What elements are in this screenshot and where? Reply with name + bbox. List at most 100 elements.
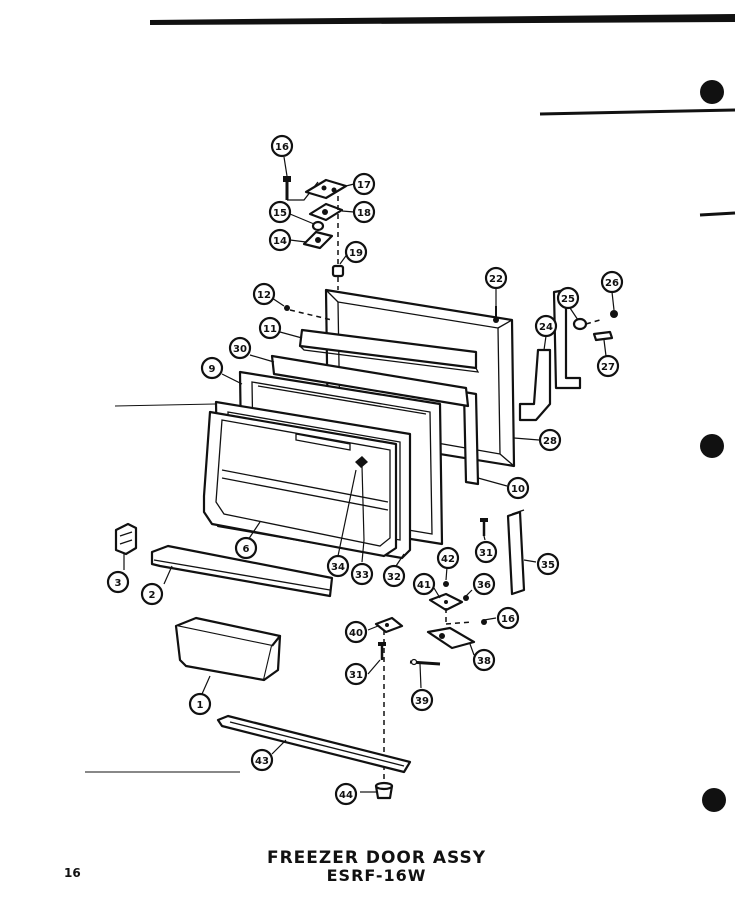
svg-text:35: 35 xyxy=(541,560,555,571)
callout-2: 2 xyxy=(140,582,164,606)
svg-text:19: 19 xyxy=(349,248,363,259)
page-number: 16 xyxy=(64,866,81,880)
svg-text:12: 12 xyxy=(257,290,271,301)
callout-11: 11 xyxy=(258,316,282,340)
scan-artifacts xyxy=(85,14,736,812)
part-screw-36 xyxy=(463,595,469,601)
svg-text:14: 14 xyxy=(273,236,287,247)
part-lower-bushing xyxy=(374,781,394,800)
svg-text:32: 32 xyxy=(387,572,401,583)
callout-16-top: 16 xyxy=(270,134,294,158)
svg-text:39: 39 xyxy=(415,696,429,707)
callout-38: 38 xyxy=(472,648,496,672)
callouts: 16 17 18 15 14 19 12 22 25 26 11 24 30 2… xyxy=(106,134,624,806)
part-washer xyxy=(302,220,334,250)
callout-10: 10 xyxy=(506,476,530,500)
part-hinge-pin-assembly xyxy=(426,619,487,650)
part-hinge-bushing xyxy=(331,264,345,278)
callout-27: 27 xyxy=(596,354,620,378)
part-front-trim xyxy=(150,544,334,598)
callout-44: 44 xyxy=(334,782,358,806)
svg-text:41: 41 xyxy=(417,580,431,591)
svg-text:15: 15 xyxy=(273,208,287,219)
callout-leader-lines xyxy=(123,156,615,793)
callout-32: 32 xyxy=(382,564,406,588)
callout-31-lower: 31 xyxy=(344,662,368,686)
part-pin-39 xyxy=(409,658,441,666)
part-screw-31 xyxy=(378,518,488,660)
callout-6: 6 xyxy=(234,536,258,560)
part-stop-plate xyxy=(374,616,404,634)
callout-30: 30 xyxy=(228,336,252,360)
svg-text:24: 24 xyxy=(539,322,553,333)
svg-text:30: 30 xyxy=(233,344,247,355)
part-latch xyxy=(114,522,138,556)
part-gasket-fasteners xyxy=(355,456,368,541)
callout-24: 24 xyxy=(534,314,558,338)
svg-text:3: 3 xyxy=(115,578,122,589)
callout-12: 12 xyxy=(252,282,276,306)
callout-1: 1 xyxy=(188,692,212,716)
part-side-handle xyxy=(506,509,526,596)
svg-text:31: 31 xyxy=(479,548,493,559)
part-breaker-frame xyxy=(270,354,470,408)
svg-text:31: 31 xyxy=(349,670,363,681)
svg-text:25: 25 xyxy=(561,294,575,305)
svg-text:34: 34 xyxy=(331,562,345,573)
callout-25: 25 xyxy=(556,286,580,310)
callout-9: 9 xyxy=(200,356,224,380)
callout-17: 17 xyxy=(352,172,376,196)
svg-text:33: 33 xyxy=(355,570,369,581)
svg-text:22: 22 xyxy=(489,274,503,285)
svg-text:1: 1 xyxy=(197,700,204,711)
svg-text:10: 10 xyxy=(511,484,525,495)
svg-text:28: 28 xyxy=(543,436,557,447)
callout-15: 15 xyxy=(268,200,292,224)
svg-text:43: 43 xyxy=(255,756,269,767)
part-door-cam xyxy=(572,310,618,342)
svg-text:38: 38 xyxy=(477,656,491,667)
svg-text:9: 9 xyxy=(209,364,216,375)
part-vertical-strip xyxy=(462,390,480,486)
part-hinge-plate xyxy=(308,202,344,222)
svg-text:42: 42 xyxy=(441,554,455,565)
callout-14: 14 xyxy=(268,228,292,252)
part-storage-bin xyxy=(174,616,282,682)
callout-40: 40 xyxy=(344,620,368,644)
svg-text:18: 18 xyxy=(357,208,371,219)
svg-text:6: 6 xyxy=(243,544,250,555)
callout-31-upper: 31 xyxy=(474,540,498,564)
svg-text:16: 16 xyxy=(275,142,289,153)
part-screw-22 xyxy=(493,306,499,323)
part-inner-door-liner xyxy=(202,410,398,558)
callout-33: 33 xyxy=(350,562,374,586)
callout-18: 18 xyxy=(352,200,376,224)
svg-text:40: 40 xyxy=(349,628,363,639)
callout-42: 42 xyxy=(436,546,460,570)
callout-19: 19 xyxy=(344,240,368,264)
diagram-title: FREEZER DOOR ASSY xyxy=(266,848,487,868)
part-lower-hinge xyxy=(428,581,473,625)
svg-text:44: 44 xyxy=(339,790,353,801)
callout-36: 36 xyxy=(472,572,496,596)
callout-16-lower: 16 xyxy=(496,606,520,630)
svg-text:2: 2 xyxy=(149,590,156,601)
callout-26: 26 xyxy=(600,270,624,294)
callout-39: 39 xyxy=(410,688,434,712)
part-bottom-trim-rail xyxy=(216,714,412,774)
callout-41: 41 xyxy=(412,572,436,596)
svg-text:27: 27 xyxy=(601,362,615,373)
svg-text:36: 36 xyxy=(477,580,491,591)
callout-3: 3 xyxy=(106,570,130,594)
svg-text:17: 17 xyxy=(357,180,371,191)
callout-35: 35 xyxy=(536,552,560,576)
svg-text:26: 26 xyxy=(605,278,619,289)
svg-text:11: 11 xyxy=(263,324,277,335)
model-number: ESRF-16W xyxy=(326,866,427,885)
part-plug xyxy=(284,305,333,321)
callout-43: 43 xyxy=(250,748,274,772)
svg-text:16: 16 xyxy=(501,614,515,625)
callout-28: 28 xyxy=(538,428,562,452)
part-insulation-strip xyxy=(298,328,480,373)
